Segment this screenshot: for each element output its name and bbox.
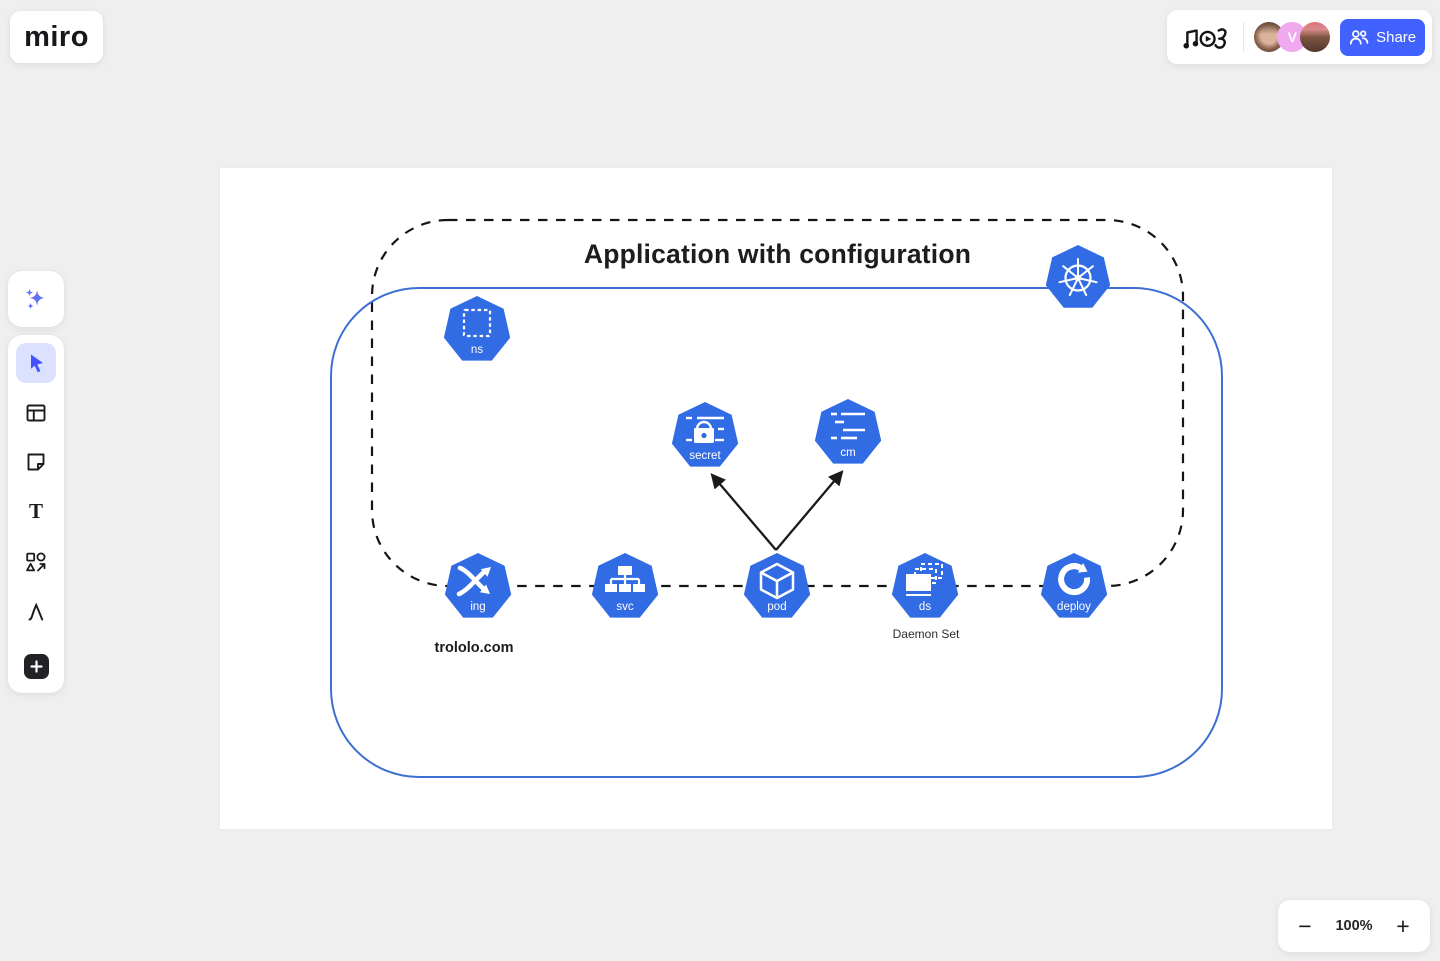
avatar-group: V (1254, 22, 1331, 52)
pod-to-cm-arrow[interactable] (775, 470, 844, 551)
templates-tool[interactable] (16, 393, 56, 433)
add-tools-button[interactable] (23, 654, 49, 679)
sparkles-icon (25, 288, 45, 310)
pod-to-secret-arrow[interactable] (710, 473, 777, 551)
deployment-icon (1058, 563, 1091, 596)
shapes-tool[interactable] (16, 542, 56, 582)
shapes-icon (26, 552, 46, 572)
sticky-note-tool[interactable] (16, 442, 56, 482)
daemonset-icon (906, 563, 943, 596)
sticky-note-icon (27, 453, 45, 471)
cursor-icon (31, 354, 43, 373)
k8s-node-secret[interactable]: secret (671, 402, 739, 470)
pod-cube-icon (759, 562, 795, 600)
zoom-out-button[interactable]: − (1286, 907, 1324, 945)
collaboration-bar: V Share (1167, 10, 1432, 64)
pen-icon (28, 602, 44, 621)
svg-text:pod: pod (767, 601, 786, 613)
k8s-node-pod[interactable]: pod (743, 553, 811, 621)
svg-text:cm: cm (840, 447, 855, 459)
text-icon: T (29, 499, 43, 523)
namespace-group-border[interactable] (330, 287, 1223, 778)
namespace-icon (462, 308, 492, 338)
node-caption-daemonset[interactable]: Daemon Set (892, 627, 960, 641)
people-icon (1350, 30, 1369, 45)
toolbar-divider (1243, 22, 1245, 52)
zoom-in-button[interactable]: + (1384, 907, 1422, 945)
avatar-user-3[interactable] (1300, 22, 1331, 52)
k8s-node-ns[interactable]: ns (443, 296, 511, 364)
ai-assist-button[interactable] (8, 271, 64, 327)
zoom-controls: − 100% + (1278, 900, 1430, 952)
svg-text:T: T (29, 499, 43, 523)
plus-icon (29, 660, 43, 673)
svg-text:ing: ing (470, 601, 485, 613)
svg-text:svc: svc (616, 601, 634, 613)
svg-text:secret: secret (689, 450, 721, 462)
kubernetes-logo-icon[interactable] (1045, 245, 1111, 311)
frames-icon (26, 404, 46, 422)
ingress-icon (456, 565, 491, 597)
k8s-node-ing[interactable]: ing (444, 553, 512, 621)
secret-icon (686, 416, 724, 443)
miro-logo[interactable]: miro (10, 11, 103, 63)
zoom-level[interactable]: 100% (1335, 918, 1373, 934)
share-button[interactable]: Share (1340, 18, 1425, 56)
node-caption-ingress-host[interactable]: trololo.com (434, 640, 514, 656)
tools-panel: T (8, 335, 64, 693)
pen-tool[interactable] (16, 591, 56, 631)
configmap-icon (831, 412, 865, 440)
share-button-label: Share (1376, 28, 1417, 46)
miro-logo-text: miro (24, 20, 89, 53)
k8s-node-deploy[interactable]: deploy (1040, 553, 1108, 621)
k8s-node-cm[interactable]: cm (814, 399, 882, 467)
music-doodle-icon (1183, 28, 1227, 49)
diagram-title[interactable]: Application with configuration (583, 239, 972, 269)
text-tool[interactable]: T (16, 491, 56, 531)
board-canvas[interactable]: Application with configuration ns (220, 168, 1332, 829)
svg-text:ns: ns (471, 344, 483, 356)
svg-text:deploy: deploy (1057, 601, 1091, 613)
k8s-node-svc[interactable]: svc (591, 553, 659, 621)
k8s-node-ds[interactable]: ds (891, 553, 959, 621)
helm-wheel-icon (1058, 258, 1098, 297)
service-icon (605, 566, 645, 592)
svg-text:ds: ds (919, 601, 931, 613)
select-tool[interactable] (16, 343, 56, 383)
